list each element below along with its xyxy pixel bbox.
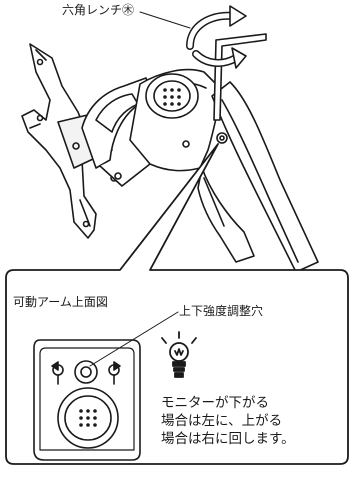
lightbulb-icon [161, 331, 197, 378]
rotation-arrows [186, 5, 247, 69]
support-pole [197, 81, 319, 273]
rotate-right-icon [108, 361, 121, 385]
instruction-line-2: 場合は左に、上がる [161, 413, 283, 429]
instruction-text: モニターが下がる 場合は左に、上がる 場合は右に回します。 [161, 394, 295, 448]
instruction-line-1: モニターが下がる [161, 395, 269, 411]
wrench-leader-line [139, 11, 191, 29]
rotate-left-icon [51, 361, 64, 385]
tilt-joint [81, 77, 153, 187]
instruction-line-3: 場合は右に回します。 [161, 431, 295, 447]
hole-leader-line [89, 311, 179, 367]
movable-arm [129, 68, 228, 172]
adjust-hole-label: 上下強度調整穴 [179, 304, 264, 318]
hex-wrench-label: 六角レンチ㊍ [62, 3, 135, 17]
hex-wrench [213, 33, 267, 121]
panel-title: 可動アーム上面図 [13, 295, 108, 309]
arm-top-view [33, 339, 141, 461]
